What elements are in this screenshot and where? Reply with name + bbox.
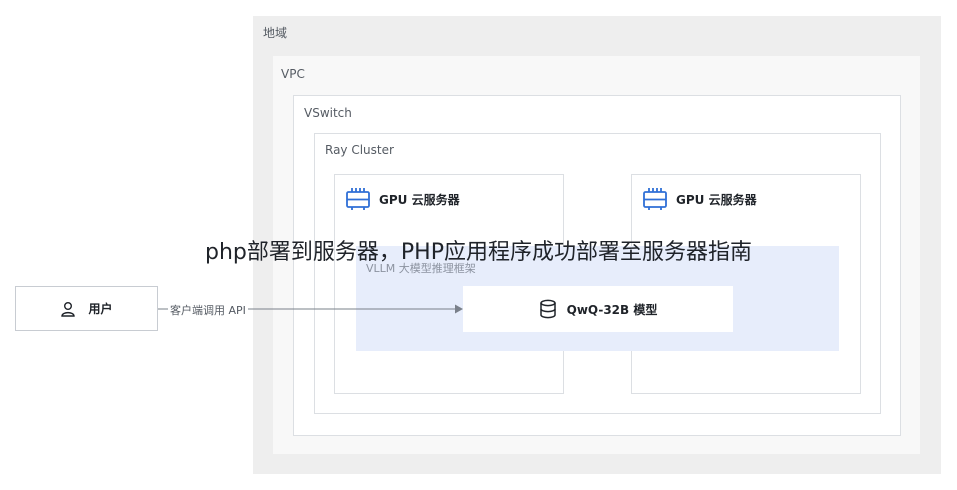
user-node: 用户 [15, 286, 158, 331]
user-icon [61, 301, 76, 317]
api-call-label: 客户端调用 API [168, 302, 248, 318]
vswitch-label: VSwitch [304, 106, 352, 120]
vpc-label: VPC [281, 67, 305, 81]
model-label: QwQ-32B 模型 [566, 302, 658, 317]
region-label: 地域 [263, 26, 288, 40]
gpu-server-2-label: GPU 云服务器 [676, 192, 757, 207]
gpu-server-1-label: GPU 云服务器 [379, 192, 460, 207]
model-node: QwQ-32B 模型 [463, 286, 733, 332]
server-icon [643, 188, 667, 210]
vllm-label: VLLM 大模型推理框架 [366, 262, 476, 275]
database-icon [539, 299, 556, 319]
ray-cluster-label: Ray Cluster [325, 143, 394, 157]
server-icon [346, 188, 370, 210]
overlay-title: php部署到服务器，PHP应用程序成功部署至服务器指南 [205, 240, 752, 265]
user-label: 用户 [88, 302, 113, 316]
